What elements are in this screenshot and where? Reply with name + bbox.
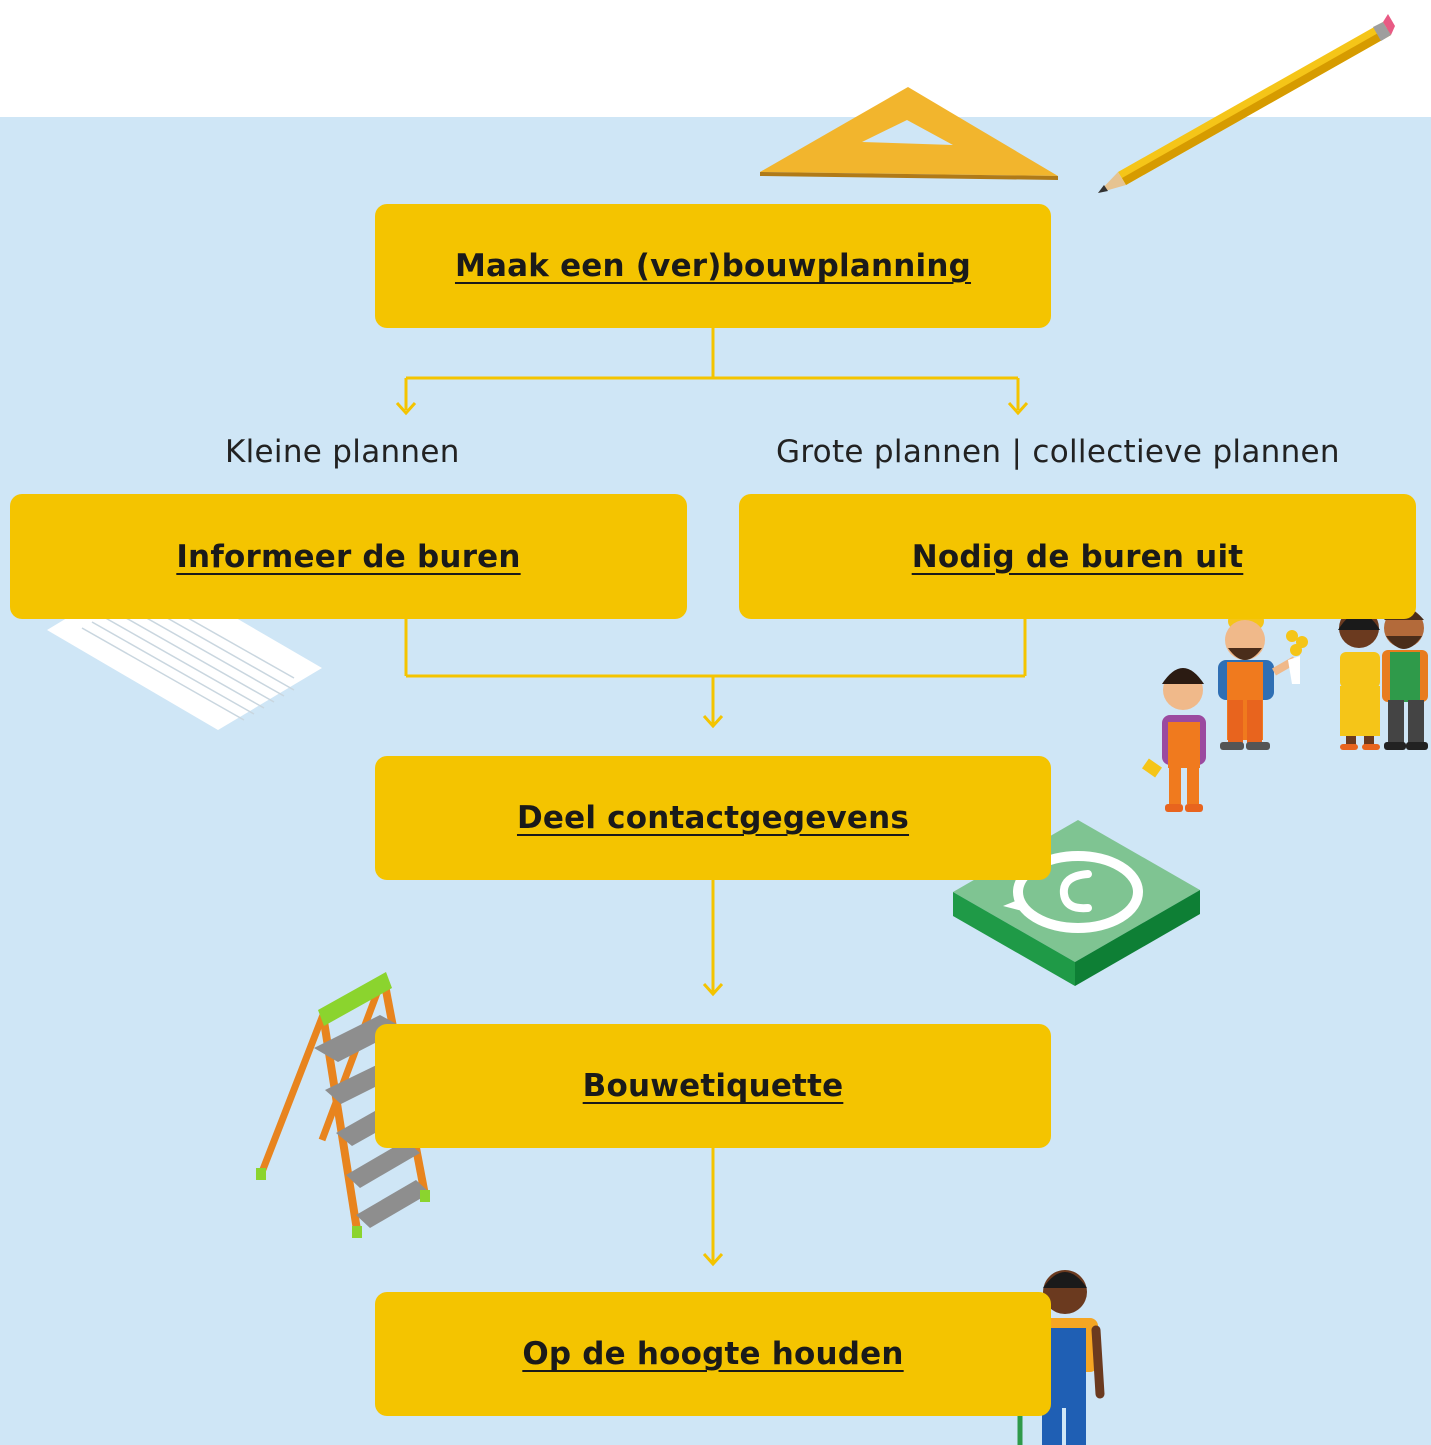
- connectors: [395, 328, 1029, 1267]
- chat-phone-icon: [953, 820, 1200, 986]
- set-square-icon: [760, 87, 1058, 180]
- worker-figure: [1218, 612, 1308, 750]
- step-plan-link[interactable]: Maak een (ver)bouwplanning: [454, 248, 972, 284]
- step-contact-link[interactable]: Deel contactgegevens: [516, 800, 910, 836]
- step-etiquette-link[interactable]: Bouwetiquette: [582, 1068, 844, 1104]
- step-update-link[interactable]: Op de hoogte houden: [522, 1336, 904, 1372]
- arrow-left: [395, 401, 417, 416]
- arrow-right: [1007, 401, 1029, 416]
- arrow-merge: [702, 714, 724, 729]
- branch-label-large: Grote plannen | collectieve plannen: [776, 434, 1340, 470]
- step-contact: Deel contactgegevens: [375, 756, 1051, 880]
- neighbours-icon: [1142, 608, 1428, 812]
- step-inform: Informeer de buren: [10, 494, 687, 619]
- step-update: Op de hoogte houden: [375, 1292, 1051, 1416]
- branch-label-small: Kleine plannen: [225, 434, 460, 470]
- connector-plan-split: [404, 328, 1020, 410]
- child-figure: [1142, 668, 1206, 812]
- step-inform-link[interactable]: Informeer de buren: [176, 538, 521, 575]
- man-figure: [1382, 608, 1428, 750]
- step-plan: Maak een (ver)bouwplanning: [375, 204, 1051, 328]
- step-invite-link[interactable]: Nodig de buren uit: [911, 538, 1244, 575]
- step-invite: Nodig de buren uit: [739, 494, 1416, 619]
- arrow-etiquette: [702, 982, 724, 997]
- arrow-update: [702, 1252, 724, 1267]
- pencil-icon: [1098, 14, 1395, 193]
- step-etiquette: Bouwetiquette: [375, 1024, 1051, 1148]
- connector-merge: [404, 619, 1027, 724]
- woman-figure: [1338, 608, 1380, 750]
